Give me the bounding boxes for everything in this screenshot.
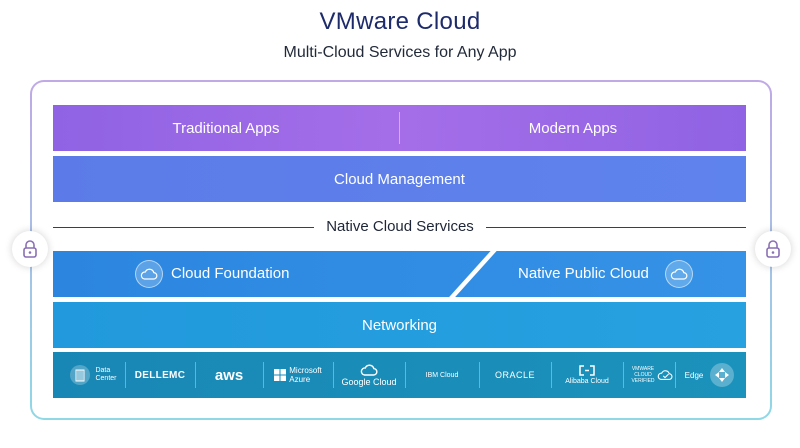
apps-divider (399, 112, 400, 144)
aws-label: aws (214, 366, 244, 384)
cloud-management-label: Cloud Management (334, 170, 465, 188)
edge-icon (710, 363, 735, 387)
microsoft-logo-icon (274, 369, 287, 381)
cloud-foundation-label: Cloud Foundation (171, 265, 290, 282)
vmc-line3: VERIFIED (631, 378, 655, 384)
azure-line1: Microsoft (289, 366, 322, 375)
vendor-separator (551, 362, 552, 388)
apps-layer: Traditional Apps Modern Apps (53, 105, 746, 151)
vendor-ibm-cloud: IBM Cloud (409, 352, 475, 398)
vendor-separator (263, 362, 264, 388)
vendor-vmware-cloud-verified: VMWARE CLOUD VERIFIED (627, 352, 677, 398)
native-cloud-services: Native Cloud Services (0, 218, 800, 235)
edge-label: Edge (684, 370, 704, 380)
azure-line2: Azure (289, 375, 311, 384)
cloud-divider (441, 251, 502, 297)
vendor-edge: Edge (679, 352, 741, 398)
vendor-separator (125, 362, 126, 388)
building-icon (70, 365, 91, 385)
vendors-layer: Data Center DELLEMC aws Microsoft Azure … (53, 352, 746, 398)
modern-apps: Modern Apps (528, 119, 618, 137)
lock-icon (755, 231, 791, 267)
vendor-aws: aws (199, 352, 259, 398)
vendor-alibaba-cloud: Alibaba Cloud (555, 352, 619, 398)
native-cloud-services-label: Native Cloud Services (314, 218, 486, 235)
traditional-apps: Traditional Apps (172, 119, 280, 137)
vendor-separator (479, 362, 480, 388)
data-center-line2: Center (95, 375, 117, 382)
vendor-azure: Microsoft Azure (267, 352, 329, 398)
oracle-label: ORACLE (494, 370, 535, 380)
alibaba-icon (579, 365, 595, 376)
networking-label: Networking (361, 316, 438, 334)
vmc-line1: VMWARE (631, 366, 655, 372)
cloud-layer: Cloud Foundation Native Public Cloud (53, 251, 746, 297)
vendor-separator (623, 362, 624, 388)
vmc-verified-icon (657, 370, 673, 380)
cloud-icon (135, 260, 163, 288)
lock-icon (12, 231, 48, 267)
vendor-separator (195, 362, 196, 388)
page-title: VMware Cloud (319, 8, 481, 35)
cloud-icon (665, 260, 693, 288)
vendor-separator (333, 362, 334, 388)
vmc-line2: CLOUD (634, 372, 652, 378)
vendor-google-cloud: Google Cloud (337, 352, 401, 398)
native-public-cloud-label: Native Public Cloud (518, 265, 649, 282)
vendor-separator (405, 362, 406, 388)
google-cloud-icon (360, 364, 378, 376)
vendor-data-center: Data Center (63, 352, 123, 398)
vendor-separator (675, 362, 676, 388)
alibaba-label: Alibaba Cloud (565, 378, 609, 385)
networking-layer: Networking (53, 302, 746, 348)
cloud-management-layer: Cloud Management (53, 156, 746, 202)
ibm-cloud-label: IBM Cloud (425, 371, 459, 379)
vendor-oracle: ORACLE (483, 352, 547, 398)
page-subtitle: Multi-Cloud Services for Any App (283, 44, 517, 61)
data-center-line1: Data (95, 367, 111, 374)
vendor-dell-emc: DELLEMC (134, 369, 186, 381)
google-cloud-label: Google Cloud (341, 376, 397, 387)
